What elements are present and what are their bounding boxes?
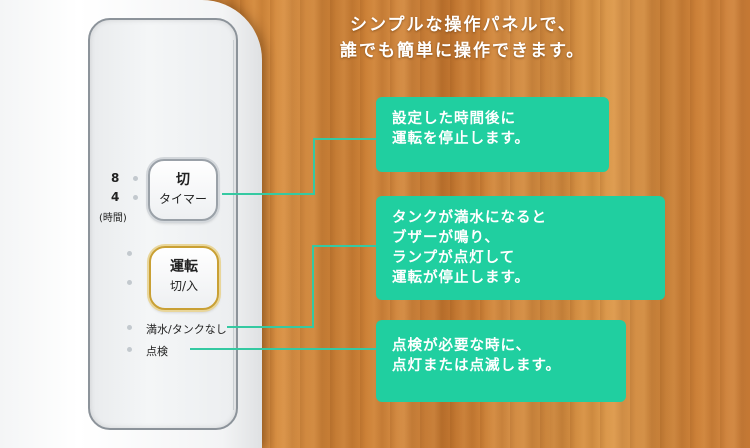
inspect-lamp <box>127 347 132 352</box>
tank-callout: タンクが満水になると ブザーが鳴り、 ランプが点灯して 運転が停止します。 <box>376 196 665 300</box>
tank-callout-line-2: ブザーが鳴り、 <box>392 230 500 246</box>
timer-8h-lamp <box>133 176 138 181</box>
timer-button-label-2: タイマー <box>158 192 207 206</box>
inspect-leader-line <box>190 348 378 350</box>
tank-leader-line <box>227 326 313 328</box>
inspect-callout: 点検が必要な時に、 点灯または点滅します。 <box>376 320 626 402</box>
timer-off-button[interactable]: 切 タイマー <box>148 159 218 221</box>
tank-callout-line-1: タンクが満水になると <box>392 210 547 226</box>
inspect-callout-line-1: 点検が必要な時に、 <box>392 338 532 354</box>
tank-leader-top <box>312 245 376 247</box>
tank-full-lamp <box>127 325 132 330</box>
timer-4h-lamp <box>133 195 138 200</box>
tank-callout-line-4: 運転が停止します。 <box>392 270 531 286</box>
timer-4h-label: 4 <box>111 190 120 204</box>
timer-callout: 設定した時間後に 運転を停止します。 <box>376 97 609 172</box>
headline-line-2: 誰でも簡単に操作できます。 <box>340 41 586 61</box>
power-lamp-2 <box>127 280 132 285</box>
power-toggle-button[interactable]: 運転 切/入 <box>149 246 219 310</box>
panel-edge <box>228 40 234 410</box>
timer-8h-label: 8 <box>111 171 120 185</box>
hours-unit-label: (時間) <box>99 213 127 224</box>
power-lamp-1 <box>127 251 132 256</box>
timer-callout-line-1: 設定した時間後に <box>392 111 516 127</box>
timer-leader-top <box>313 138 377 140</box>
power-button-label-1: 運転 <box>170 259 198 275</box>
power-button-label-2: 切/入 <box>169 279 199 293</box>
timer-leader-riser <box>313 138 315 195</box>
inspect-label: 点検 <box>146 345 168 358</box>
inspect-callout-line-2: 点灯または点滅します。 <box>392 358 562 374</box>
control-panel <box>88 18 238 430</box>
tank-full-label: 満水/タンクなし <box>146 323 227 336</box>
tank-callout-line-3: ランプが点灯して <box>392 250 516 266</box>
headline-line-1: シンプルな操作パネルで、 <box>350 15 577 35</box>
timer-button-label-1: 切 <box>176 172 190 188</box>
headline: シンプルな操作パネルで、 誰でも簡単に操作できます。 <box>340 12 720 64</box>
timer-leader-line <box>222 193 314 195</box>
tank-leader-riser <box>312 245 314 328</box>
timer-callout-line-2: 運転を停止します。 <box>392 131 531 147</box>
